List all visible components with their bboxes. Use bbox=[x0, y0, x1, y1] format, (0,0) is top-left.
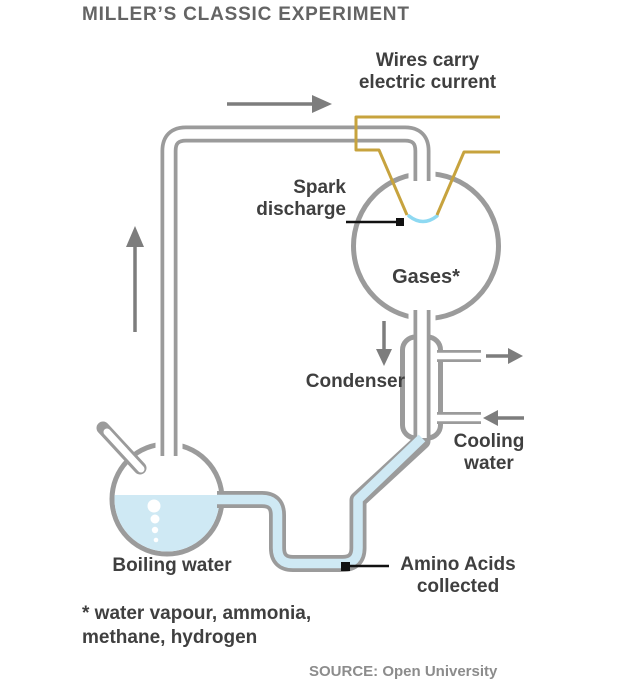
boiling-water-label: Boiling water bbox=[112, 555, 232, 576]
bubble-icon bbox=[150, 514, 160, 524]
bubble-icon bbox=[153, 537, 159, 543]
condenser-label: Condenser bbox=[305, 371, 405, 392]
amino-pointer bbox=[341, 562, 389, 571]
electrode-wire-right bbox=[435, 150, 500, 216]
flow-arrow-down-icon bbox=[376, 321, 392, 366]
electrode-wire-left bbox=[354, 115, 500, 216]
condenser-trap-tube bbox=[217, 310, 431, 572]
riser-tube bbox=[160, 125, 431, 456]
page-title: MILLER’S CLASSIC EXPERIMENT bbox=[82, 4, 410, 25]
flow-arrow-up-icon bbox=[126, 226, 144, 332]
condensed-liquid bbox=[217, 434, 426, 569]
boiling-water-liquid bbox=[114, 495, 220, 552]
cooling-in-arrow-icon bbox=[483, 410, 524, 426]
cooling-water-label: Cooling water bbox=[453, 431, 525, 474]
cooling-out-arrow-icon bbox=[486, 348, 523, 364]
spark-discharge-label: Spark discharge bbox=[256, 177, 346, 220]
gas-flask bbox=[351, 171, 501, 321]
spark-pointer bbox=[346, 218, 404, 226]
bubble-icon bbox=[147, 499, 161, 513]
wires-label: Wires carry electric current bbox=[358, 50, 497, 93]
source-credit: SOURCE: Open University bbox=[309, 663, 498, 680]
gases-label: Gases* bbox=[392, 266, 460, 288]
bubble-icon bbox=[151, 526, 159, 534]
flow-arrow-right-top-icon bbox=[227, 95, 332, 113]
boiling-flask-side-neck bbox=[96, 421, 147, 475]
gases-footnote: * water vapour, ammonia, methane, hydrog… bbox=[82, 603, 312, 648]
amino-acids-label: Amino Acids collected bbox=[400, 554, 516, 597]
spark-arc-icon bbox=[407, 214, 439, 224]
